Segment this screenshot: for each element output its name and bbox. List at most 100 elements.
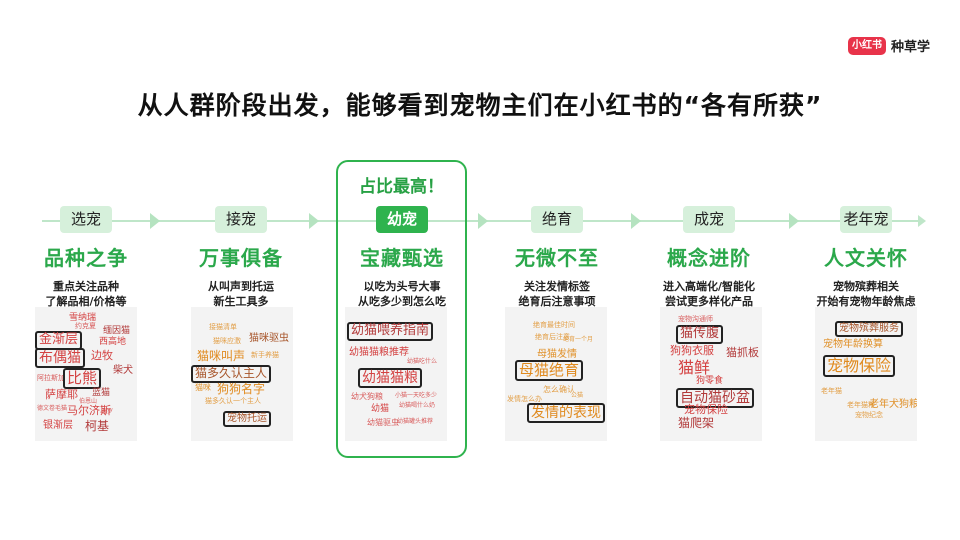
cloud-word-highlighted: 猫传腹 — [676, 325, 724, 344]
cloud-word: 老年猫 — [821, 387, 842, 395]
cloud-word: 幼犬狗粮 — [351, 392, 383, 401]
word-cloud-young: 幼猫喂养指南 幼猫猫粮推荐 幼猫猫粮 幼犬狗粮 幼猫 幼猫驱虫 幼猫喝什么奶 小… — [345, 307, 447, 441]
stage-description: 以吃为头号大事 从吃多少到怎么吃 — [358, 280, 446, 308]
stage-tag: 选宠 — [60, 206, 112, 233]
page-title: 从人群阶段出发，能够看到宠物主们在小红书的“各有所获” — [137, 91, 823, 120]
cloud-word: 接猫清单 — [209, 323, 237, 331]
cloud-word: 绝育后注意 — [535, 333, 570, 341]
stage-heading: 万事俱备 — [199, 246, 283, 270]
timeline-arrow-icon — [918, 215, 926, 227]
cloud-word: 幼猫吃什么 — [407, 358, 438, 365]
stage-heading: 概念进阶 — [667, 246, 751, 270]
stage-tag: 绝育 — [531, 206, 583, 233]
chevron-right-icon — [631, 213, 641, 229]
xiaohongshu-logo-icon: 小红书 — [848, 36, 886, 55]
cloud-word: 猫多久认一个主人 — [205, 397, 261, 405]
cloud-word-highlighted: 宠物托运 — [223, 411, 271, 427]
stage-column-young: 幼宠 宝藏甄选 以吃为头号大事 从吃多少到怎么吃 — [342, 200, 462, 309]
cloud-word: 暹罗 — [101, 408, 114, 415]
cloud-word: 幼猫罐头推荐 — [397, 418, 434, 425]
word-cloud-senior: 宠物殡葬服务 宠物年龄换算 宠物保险 老年犬狗粮 老年猫 老年猫粮 宠物纪念 — [815, 307, 917, 441]
cloud-word: 德文卷毛猫 — [37, 405, 68, 412]
cloud-word: 雪纳瑞 — [69, 313, 97, 323]
cloud-word: 狗狗名字 — [217, 382, 266, 396]
cloud-word: 缅因猫 — [103, 326, 131, 336]
brand-logo: 小红书 种草学 — [848, 36, 930, 55]
cloud-word: 幼猫喝什么奶 — [399, 402, 436, 409]
cloud-word: 老年犬狗粮 — [869, 399, 917, 410]
cloud-word: 绝育最佳时间 — [533, 321, 575, 329]
stage-column-select: 选宠 品种之争 重点关注品种 了解品相/价格等 — [26, 200, 146, 309]
cloud-word: 柴犬 — [113, 365, 133, 376]
cloud-word: 蓝猫 — [92, 388, 111, 398]
brand-name: 种草学 — [891, 40, 931, 55]
cloud-word-highlighted: 宠物保险 — [823, 355, 896, 378]
cloud-word: 狗狗衣服 — [670, 344, 714, 357]
cloud-word: 幼猫驱虫 — [367, 418, 399, 427]
highlight-note: 占比最高！ — [359, 177, 444, 197]
stage-description: 重点关注品种 了解品相/价格等 — [45, 280, 127, 308]
cloud-word: 西高地 — [99, 337, 127, 347]
cloud-word-highlighted: 比熊 — [63, 368, 102, 390]
cloud-word: 猫咪驱虫 — [249, 333, 289, 344]
cloud-word: 银渐层 — [43, 420, 73, 431]
cloud-word: 宠物保险 — [684, 403, 728, 416]
cloud-word: 发情怎么办 — [507, 395, 542, 403]
cloud-word: 老年猫粮 — [847, 401, 875, 409]
stage-heading: 宝藏甄选 — [360, 246, 444, 270]
cloud-word: 萨摩耶 — [45, 388, 78, 401]
cloud-word: 约克夏 — [75, 322, 96, 330]
cloud-word: 绝育一个月 — [563, 336, 594, 343]
chevron-right-icon — [789, 213, 799, 229]
cloud-word: 怎么确认 — [543, 385, 575, 394]
stage-column-neuter: 绝育 无微不至 关注发情标签 绝育后注意事项 — [497, 200, 617, 309]
cloud-word: 母猫发情 — [537, 349, 577, 360]
stage-description: 从叫声到托运 新生工具多 — [208, 280, 274, 308]
cloud-word: 宠物纪念 — [855, 411, 883, 419]
cloud-word: 猫咪 — [195, 383, 211, 392]
word-cloud-neuter: 绝育最佳时间 绝育后注意 母猫发情 母猫绝育 怎么确认 发情怎么办 发情的表现 … — [505, 307, 607, 441]
cloud-word: 边牧 — [91, 349, 113, 362]
cloud-word: 猫鲜 — [678, 358, 711, 377]
word-cloud-select: 雪纳瑞 约克夏 缅因猫 金渐层 西高地 布偶猫 边牧 阿拉斯加 柴犬 比熊 萨摩… — [35, 307, 137, 441]
stage-heading: 品种之争 — [44, 246, 128, 270]
stage-tag: 老年宠 — [840, 206, 892, 233]
chevron-right-icon — [150, 213, 160, 229]
chevron-right-icon — [309, 213, 319, 229]
cloud-word: 柯基 — [85, 419, 110, 433]
cloud-word: 马尔济斯 — [67, 404, 111, 417]
word-cloud-receive: 猫咪驱虫 接猫清单 猫咪叫声 猫多久认主人 狗狗名字 宠物托运 猫咪 猫多久认一… — [191, 307, 293, 441]
stage-column-receive: 接宠 万事俱备 从叫声到托运 新生工具多 — [181, 200, 301, 309]
cloud-word-highlighted: 母猫绝育 — [515, 360, 584, 382]
cloud-word: 猫抓板 — [726, 346, 759, 359]
stage-tag: 成宠 — [683, 206, 735, 233]
cloud-word-highlighted: 自动猫砂盆 — [676, 388, 754, 409]
cloud-word: 公猫 — [571, 392, 584, 399]
stage-tag: 接宠 — [215, 206, 267, 233]
stage-tag-active: 幼宠 — [376, 206, 428, 233]
stage-description: 宠物殡葬相关 开始有宠物年龄焦虑 — [816, 280, 916, 308]
stage-heading: 无微不至 — [515, 246, 599, 270]
stage-description: 关注发情标签 绝育后注意事项 — [518, 280, 596, 308]
cloud-word: 宠物年龄换算 — [823, 339, 883, 350]
stage-heading: 人文关怀 — [824, 246, 908, 270]
cloud-word: 猫咪应激 — [213, 337, 241, 345]
cloud-word: 小猫一天吃多少 — [395, 392, 438, 399]
highlight-frame — [336, 160, 467, 458]
cloud-word: 猫爬架 — [678, 416, 715, 430]
cloud-word-highlighted: 发情的表现 — [527, 403, 605, 424]
cloud-word: 幼猫 — [371, 404, 390, 414]
stage-column-adult: 成宠 概念进阶 进入高端化/智能化 尝试更多样化产品 — [649, 200, 769, 309]
word-cloud-adult: 宠物沟通师 猫传腹 狗狗衣服 猫抓板 猫鲜 狗零食 自动猫砂盆 宠物保险 猫爬架 — [660, 307, 762, 441]
cloud-word-highlighted: 幼猫猫粮 — [358, 368, 422, 389]
cloud-word-highlighted: 宠物殡葬服务 — [835, 321, 903, 337]
chevron-right-icon — [478, 213, 488, 229]
cloud-word: 伯恩山 — [79, 398, 98, 405]
cloud-word: 猫咪叫声 — [197, 349, 246, 363]
cloud-word-highlighted: 布偶猫 — [35, 348, 85, 369]
cloud-word: 狗零食 — [696, 376, 724, 386]
cloud-word: 宠物沟通师 — [678, 315, 713, 323]
cloud-word: 新手养猫 — [251, 351, 279, 359]
cloud-word: 阿拉斯加 — [37, 374, 65, 382]
cloud-word: 幼猫猫粮推荐 — [349, 347, 409, 358]
